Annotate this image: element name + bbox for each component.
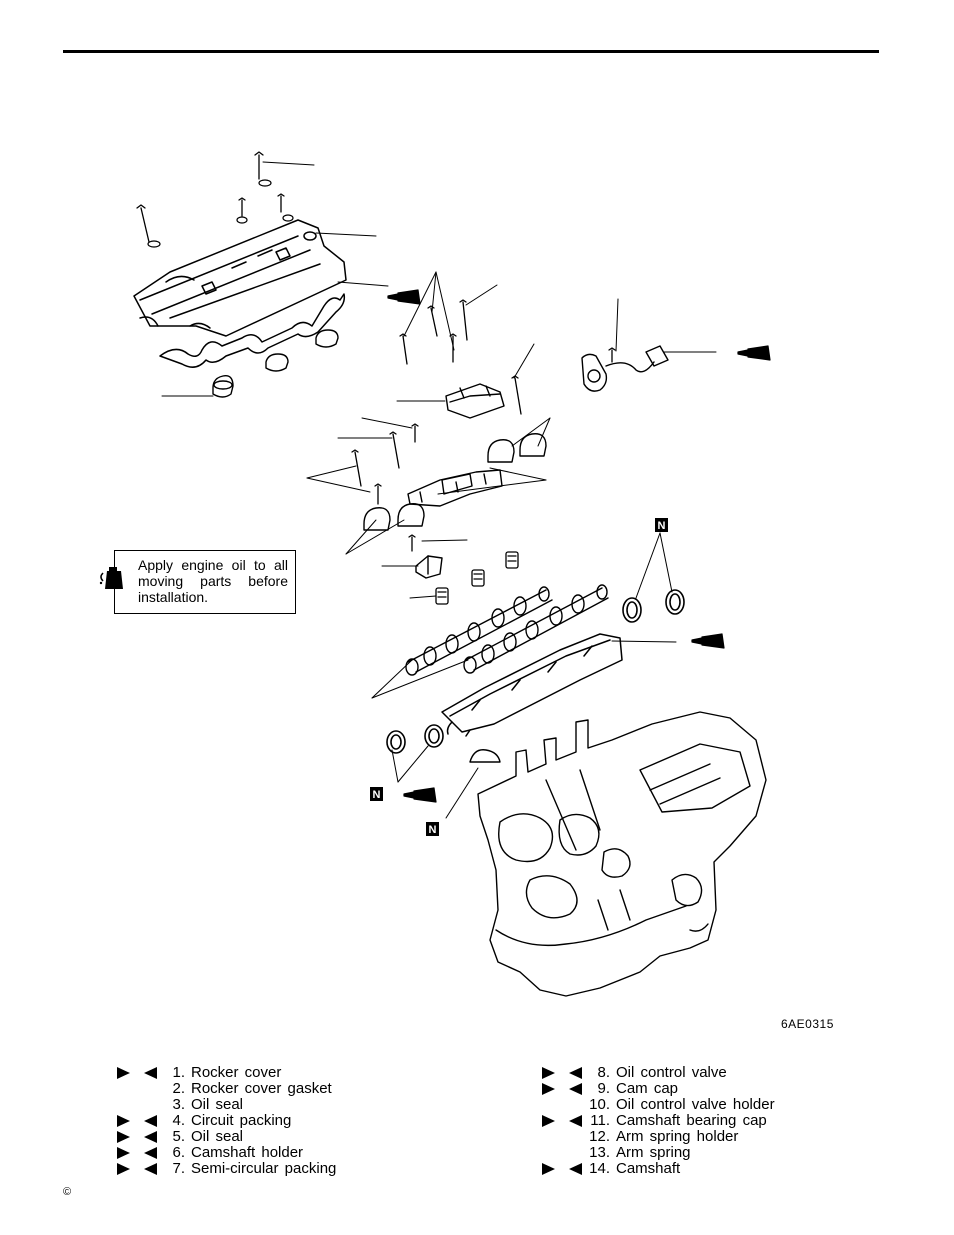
cover-grommets bbox=[147, 179, 294, 248]
service-point-mark-icon bbox=[542, 1083, 582, 1095]
oil-can-icon bbox=[99, 567, 123, 589]
engine-oil-note: Apply engine oil to all moving parts bef… bbox=[99, 550, 296, 614]
part-name: Camshaft bbox=[616, 1160, 681, 1177]
part-row: 2. Rocker cover gasket bbox=[115, 1081, 445, 1097]
part-row: 12. Arm spring holder bbox=[540, 1129, 870, 1145]
service-point-mark-icon bbox=[117, 1131, 157, 1143]
part-row: 4. Circuit packing bbox=[115, 1113, 445, 1129]
service-point-mark-icon bbox=[117, 1115, 157, 1127]
rocker-cover bbox=[133, 219, 347, 337]
part-number: 5. bbox=[172, 1128, 185, 1145]
part-name: Circuit packing bbox=[191, 1112, 292, 1129]
engine-block bbox=[477, 711, 767, 997]
part-row: 3. Oil seal bbox=[115, 1097, 445, 1113]
cam-caps bbox=[363, 433, 547, 531]
part-number: 3. bbox=[172, 1096, 185, 1113]
leader-lines bbox=[161, 161, 717, 819]
service-point-mark-icon bbox=[542, 1115, 582, 1127]
part-name: Arm spring bbox=[616, 1144, 691, 1161]
part-row: 6. Camshaft holder bbox=[115, 1145, 445, 1161]
service-point-mark-icon bbox=[117, 1067, 157, 1079]
new-part-marker-2: N bbox=[373, 789, 381, 801]
part-number: 8. bbox=[597, 1064, 610, 1081]
part-number: 14. bbox=[589, 1160, 610, 1177]
arm-spring-holder-upper bbox=[445, 383, 505, 419]
camshaft-oil-seals bbox=[386, 589, 685, 754]
part-name: Oil control valve bbox=[616, 1064, 727, 1081]
part-name: Rocker cover gasket bbox=[191, 1080, 332, 1097]
part-name: Oil seal bbox=[191, 1096, 244, 1113]
new-part-marker-3: N bbox=[429, 824, 437, 836]
semi-circular-packing bbox=[469, 749, 501, 763]
part-row: 13. Arm spring bbox=[540, 1145, 870, 1161]
arm-spring-holder-lower bbox=[407, 469, 503, 507]
part-name: Arm spring holder bbox=[616, 1128, 739, 1145]
service-point-mark-icon bbox=[117, 1147, 157, 1159]
part-row: 11. Camshaft bearing cap bbox=[540, 1113, 870, 1129]
parts-list-left: 1. Rocker cover 2. Rocker cover gasket 3. Oil… bbox=[115, 1065, 445, 1177]
part-number: 2. bbox=[172, 1080, 185, 1097]
header-rule bbox=[63, 50, 879, 53]
new-part-markers: N N N bbox=[370, 518, 668, 836]
service-point-mark-icon bbox=[542, 1163, 582, 1175]
part-name: Oil control valve holder bbox=[616, 1096, 775, 1113]
sealant-tubes bbox=[387, 289, 771, 803]
part-row: 10. Oil control valve holder bbox=[540, 1097, 870, 1113]
part-number: 4. bbox=[172, 1112, 185, 1129]
part-name: Rocker cover bbox=[191, 1064, 282, 1081]
part-number: 11. bbox=[590, 1112, 610, 1129]
exploded-view-diagram: N N N bbox=[133, 151, 771, 997]
service-point-mark-icon bbox=[542, 1067, 582, 1079]
camshaft-bearing-cap-assembly bbox=[441, 633, 623, 737]
part-name: Camshaft holder bbox=[191, 1144, 304, 1161]
figure-code: 6AE0315 bbox=[781, 1017, 834, 1031]
part-number: 9. bbox=[597, 1080, 610, 1097]
rocker-cover-gasket bbox=[159, 293, 346, 368]
part-row: 14. Camshaft bbox=[540, 1161, 870, 1177]
part-name: Cam cap bbox=[616, 1080, 679, 1097]
part-row: 8. Oil control valve bbox=[540, 1065, 870, 1081]
part-name: Camshaft bearing cap bbox=[616, 1112, 767, 1129]
part-number: 6. bbox=[172, 1144, 185, 1161]
part-name: Semi-circular packing bbox=[191, 1160, 337, 1177]
part-number: 1. bbox=[172, 1064, 185, 1081]
oil-control-valve-holder bbox=[415, 555, 443, 579]
bolts bbox=[136, 151, 616, 552]
part-number: 12. bbox=[589, 1128, 610, 1145]
camshafts bbox=[405, 584, 609, 676]
part-number: 13. bbox=[589, 1144, 610, 1161]
part-name: Oil seal bbox=[191, 1128, 244, 1145]
service-point-mark-icon bbox=[117, 1163, 157, 1175]
part-row: 7. Semi-circular packing bbox=[115, 1161, 445, 1177]
part-row: 1. Rocker cover bbox=[115, 1065, 445, 1081]
note-text: Apply engine oil to all moving parts bef… bbox=[138, 557, 288, 605]
new-part-marker-1: N bbox=[658, 520, 666, 532]
part-row: 5. Oil seal bbox=[115, 1129, 445, 1145]
oil-seals-cover bbox=[212, 329, 339, 398]
part-number: 7. bbox=[172, 1160, 185, 1177]
parts-list-right: 8. Oil control valve 9. Cam cap 10. Oil contr… bbox=[540, 1065, 870, 1177]
copyright-mark: © bbox=[63, 1186, 72, 1198]
part-row: 9. Cam cap bbox=[540, 1081, 870, 1097]
oil-control-valve bbox=[581, 345, 669, 392]
arm-springs bbox=[435, 551, 519, 605]
part-number: 10. bbox=[589, 1096, 610, 1113]
